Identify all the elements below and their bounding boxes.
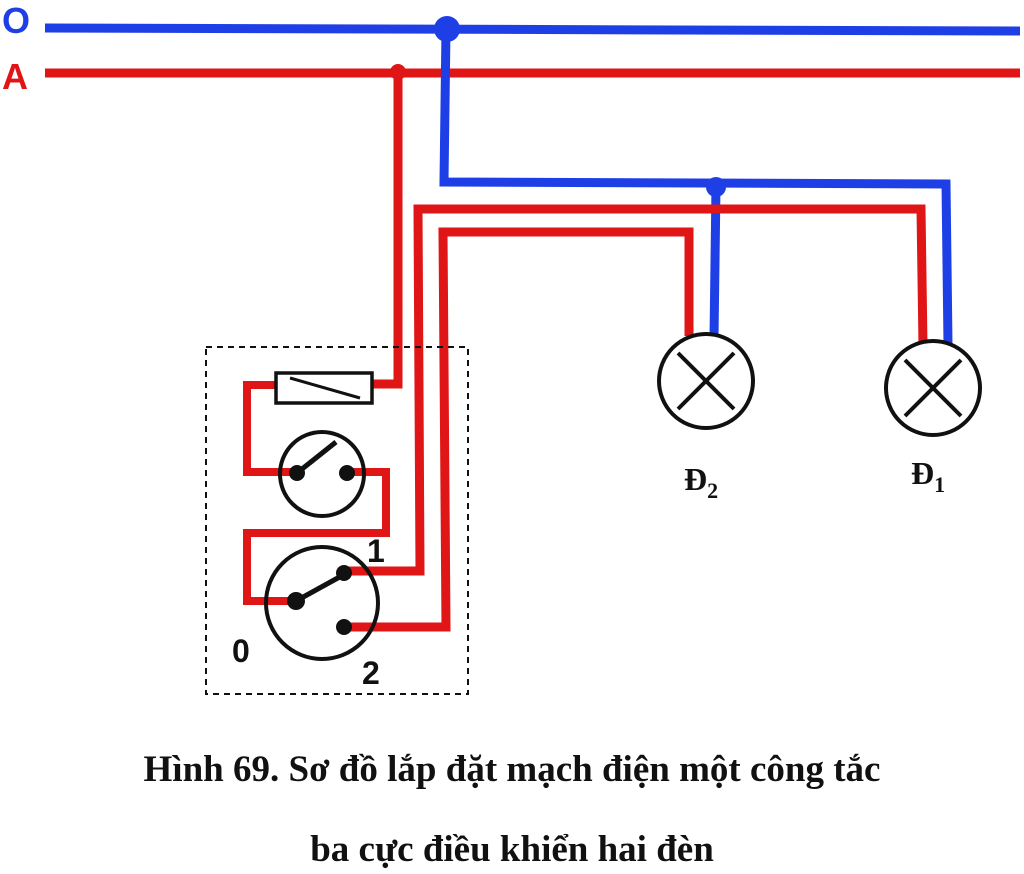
neutral-junction-dot xyxy=(434,16,460,42)
lamp-d1-cross-b xyxy=(903,358,963,418)
neutral-branch-wire xyxy=(439,28,953,345)
switch-to-3way-wire xyxy=(243,468,390,605)
three-way-switch-pivot xyxy=(287,592,305,610)
lamp-d1 xyxy=(884,339,982,437)
neutral-label: O xyxy=(2,0,30,41)
terminal-2-label: 2 xyxy=(362,655,380,691)
fuse-element xyxy=(289,376,361,400)
single-pole-switch-pivot xyxy=(289,465,305,481)
fuse-to-switch-wire xyxy=(243,381,297,476)
lamp-d2 xyxy=(657,332,755,430)
phase-to-fuse-wire xyxy=(370,73,403,389)
caption-line-1: Hình 69. Sơ đồ lắp đặt mạch điện một côn… xyxy=(143,749,881,790)
terminal2-to-lamp2-wire xyxy=(342,227,694,632)
terminal-1-label: 1 xyxy=(367,533,385,569)
lamp-d2-cross-b xyxy=(676,351,736,411)
terminal-0-label: 0 xyxy=(232,633,250,669)
phase-label: A xyxy=(2,56,28,97)
terminal1-to-lamp1-wire xyxy=(342,204,928,576)
three-way-switch-lever xyxy=(294,571,347,604)
single-pole-switch xyxy=(278,430,366,518)
neutral-branch-dot xyxy=(706,177,726,197)
switch-enclosure xyxy=(205,346,469,695)
single-pole-switch-contact xyxy=(339,465,355,481)
three-way-switch xyxy=(264,545,380,661)
single-pole-switch-lever xyxy=(295,440,338,475)
three-way-switch-contact-2 xyxy=(336,619,352,635)
lamp-d2-label: Đ2 xyxy=(684,461,718,503)
phase-junction-dot xyxy=(390,64,406,80)
caption-line-2: ba cực điều khiển hai đèn xyxy=(310,829,714,870)
lamp-d1-label: Đ1 xyxy=(911,455,945,497)
three-way-switch-contact-1 xyxy=(336,565,352,581)
neutral-line xyxy=(44,23,1021,36)
